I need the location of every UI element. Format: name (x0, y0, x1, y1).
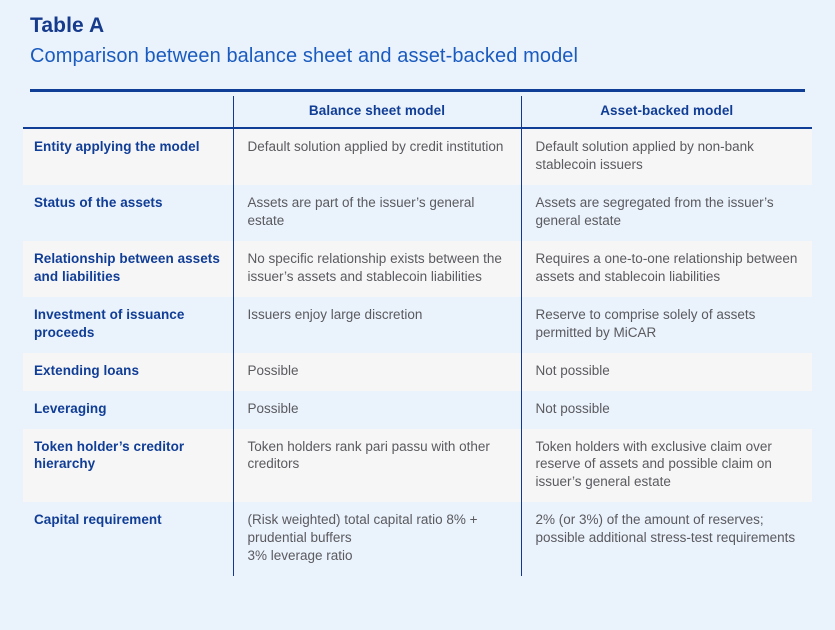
row-label-extending-loans: Extending loans (23, 352, 233, 391)
cell-asset-backed-extending-loans: Not possible (520, 352, 812, 391)
row-label-entity-applying-the-model: Entity applying the model (23, 128, 233, 185)
cell-asset-backed-investment-of-issuance-proceeds: Reserve to comprise solely of assets per… (520, 296, 812, 353)
cell-balance-sheet-status-of-the-assets: Assets are part of the issuer’s general … (232, 184, 521, 241)
header-row: Balance sheet model Asset-backed model (23, 96, 812, 129)
cell-asset-backed-leveraging: Not possible (520, 390, 812, 429)
comparison-table-wrapper: Balance sheet model Asset-backed model E… (23, 96, 812, 577)
cell-balance-sheet-extending-loans: Possible (232, 352, 521, 391)
cell-balance-sheet-entity-applying-the-model: Default solution applied by credit insti… (232, 128, 521, 185)
table-row: Investment of issuance proceeds Issuers … (23, 296, 812, 353)
title-block: Table A Comparison between balance sheet… (30, 14, 810, 68)
title-divider-rule (30, 89, 805, 92)
cell-asset-backed-capital-requirement: 2% (or 3%) of the amount of reserves; po… (520, 502, 812, 577)
table-header: Balance sheet model Asset-backed model (23, 96, 812, 129)
cell-text-line-2: 3% leverage ratio (247, 548, 353, 564)
row-label-capital-requirement: Capital requirement (23, 502, 233, 577)
cell-balance-sheet-capital-requirement: (Risk weighted) total capital ratio 8% +… (232, 502, 521, 577)
table-row: Token holder’s creditor hierarchy Token … (23, 428, 812, 503)
comparison-table: Balance sheet model Asset-backed model E… (23, 96, 812, 577)
table-row: Status of the assets Assets are part of … (23, 184, 812, 241)
table-label: Table A (30, 14, 105, 37)
row-label-leveraging: Leveraging (23, 390, 233, 429)
row-label-investment-of-issuance-proceeds: Investment of issuance proceeds (23, 296, 233, 353)
header-cell-balance-sheet: Balance sheet model (232, 96, 521, 129)
cell-balance-sheet-leveraging: Possible (232, 390, 521, 429)
cell-text-line-1: (Risk weighted) total capital ratio 8% +… (247, 512, 478, 546)
cell-asset-backed-token-holders-creditor-hierarchy: Token holders with exclusive claim over … (520, 428, 812, 503)
cell-asset-backed-relationship-between-assets-and-liabilities: Requires a one-to-one relationship betwe… (520, 240, 812, 297)
table-row: Entity applying the model Default soluti… (23, 128, 812, 185)
row-label-relationship-between-assets-and-liabilities: Relationship between assets and liabilit… (23, 240, 233, 297)
cell-balance-sheet-token-holders-creditor-hierarchy: Token holders rank pari passu with other… (232, 428, 521, 503)
header-cell-asset-backed: Asset-backed model (520, 96, 812, 129)
table-row: Capital requirement (Risk weighted) tota… (23, 502, 812, 577)
table-body: Entity applying the model Default soluti… (23, 128, 812, 577)
table-row: Leveraging Possible Not possible (23, 390, 812, 429)
cell-asset-backed-status-of-the-assets: Assets are segregated from the issuer’s … (520, 184, 812, 241)
cell-asset-backed-entity-applying-the-model: Default solution applied by non-bank sta… (520, 128, 812, 185)
cell-balance-sheet-relationship-between-assets-and-liabilities: No specific relationship exists between … (232, 240, 521, 297)
table-caption: Comparison between balance sheet and ass… (30, 45, 579, 68)
row-label-token-holders-creditor-hierarchy: Token holder’s creditor hierarchy (23, 428, 233, 503)
cell-balance-sheet-investment-of-issuance-proceeds: Issuers enjoy large discretion (232, 296, 521, 353)
row-label-status-of-the-assets: Status of the assets (23, 184, 233, 241)
header-cell-blank (23, 96, 233, 129)
table-row: Relationship between assets and liabilit… (23, 240, 812, 297)
table-row: Extending loans Possible Not possible (23, 352, 812, 391)
